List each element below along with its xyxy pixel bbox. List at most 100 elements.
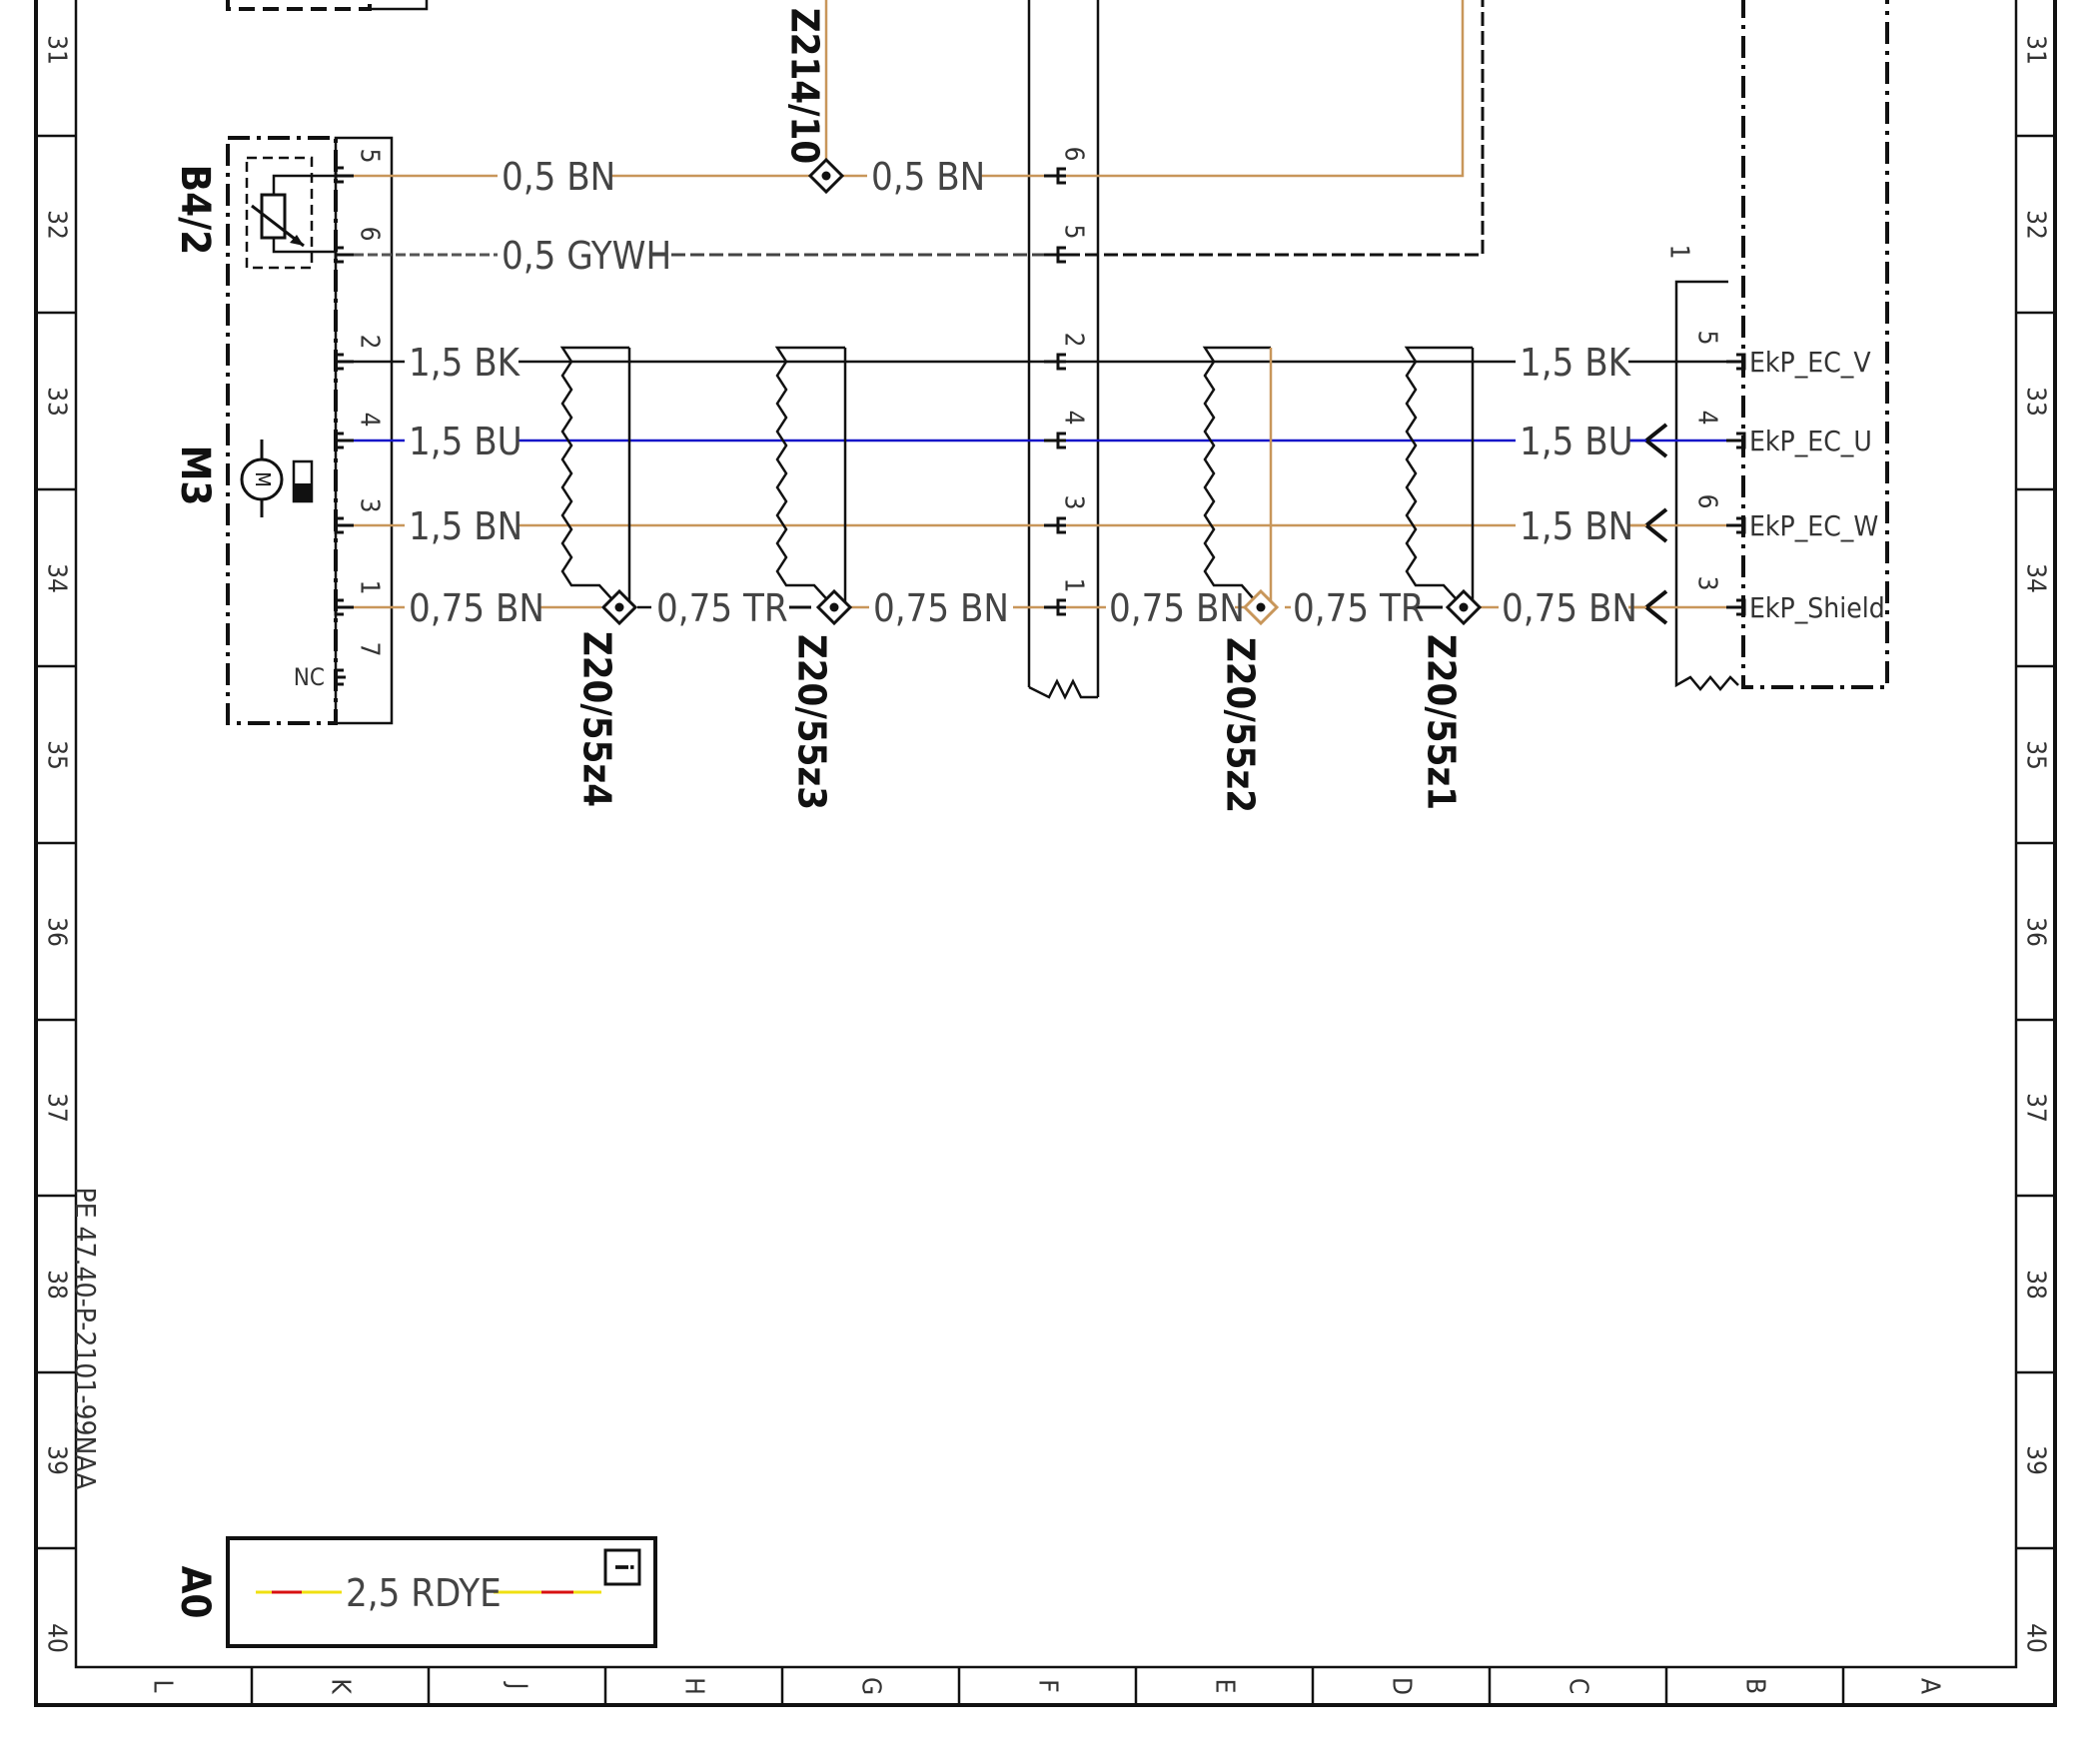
splice-label: Z20/55z3 (790, 634, 834, 810)
right-connector-signals: EkP_EC_V EkP_EC_U EkP_EC_W EkP_Shield (1749, 346, 1885, 624)
splice-z20-55z1 (1445, 588, 1483, 626)
b4-2-label: B4/2 (172, 165, 218, 256)
row-label: 33 (2021, 387, 2051, 417)
document-number: PE 47.40-P-2101-99NAA (69, 1187, 102, 1490)
wire-labels: 0,5 BN 0,5 BN 0,5 GYWH 1,5 BK 1,5 BK 1,5… (409, 155, 1637, 630)
right-connector-pins (1726, 353, 1746, 616)
row-label: 31 (2021, 35, 2051, 65)
pin-number: 3 (1059, 495, 1089, 510)
pin-number: 1 (355, 580, 385, 595)
mid-harness-connector (1027, 0, 1100, 700)
wire-label: 1,5 BN (409, 504, 522, 548)
legend-wire-label: 2,5 RDYE (346, 1571, 502, 1615)
column-label: C (1563, 1678, 1593, 1694)
wire-label: 0,75 BN (1109, 586, 1245, 630)
right-module-housing (1741, 0, 1889, 689)
connector-triangles (1642, 423, 1668, 625)
splice-label: Z20/55z1 (1420, 634, 1464, 810)
row-label: 34 (42, 563, 72, 593)
motor-icon: M (240, 440, 314, 517)
wire-r2 (354, 0, 1485, 257)
row-label: 37 (2021, 1093, 2051, 1123)
splice-z20-55z4 (600, 588, 638, 626)
splice-points (600, 157, 1483, 626)
row-label: 35 (42, 740, 72, 770)
mid-connector-pins (1044, 167, 1066, 616)
pin-number: 4 (355, 413, 385, 428)
row-label: 31 (42, 35, 72, 65)
right-harness-connector (1674, 280, 1739, 691)
row-label: 39 (2021, 1445, 2051, 1475)
row-label: 36 (2021, 917, 2051, 947)
column-label: G (856, 1677, 886, 1695)
connector-triangle-wires (1628, 439, 1646, 609)
column-label: L (148, 1679, 178, 1692)
pin-number: 5 (355, 149, 385, 164)
splice-z214-10 (807, 157, 845, 195)
column-label: J (503, 1681, 532, 1690)
row-label: 39 (42, 1445, 72, 1475)
potentiometer-sensor-icon (245, 156, 336, 270)
pin-number: 4 (1059, 411, 1089, 426)
wire-label: 1,5 BK (409, 341, 521, 385)
pin-number: 1 (1059, 578, 1089, 593)
right-connector-pin-numbers: 5 4 6 3 (1692, 331, 1722, 591)
column-label: A (1915, 1678, 1945, 1694)
b4-2-m3-housing (226, 136, 394, 725)
row-label: 40 (42, 1623, 72, 1653)
wire-label: 0,5 GYWH (502, 234, 671, 278)
wire-label: 1,5 BU (1520, 420, 1633, 463)
row-label: 33 (42, 387, 72, 417)
column-label: B (1740, 1678, 1770, 1694)
left-connector (334, 166, 354, 686)
row-label: 32 (42, 210, 72, 240)
signal-label: EkP_Shield (1749, 591, 1885, 624)
signal-label: EkP_EC_W (1749, 509, 1878, 542)
signal-label: EkP_EC_U (1749, 425, 1872, 457)
row-label: 32 (2021, 210, 2051, 240)
info-icon: i (603, 1548, 641, 1586)
row-label: 40 (2021, 1623, 2051, 1653)
cable-shields (559, 346, 1475, 608)
pin-number: 6 (355, 227, 385, 242)
column-label: H (679, 1677, 709, 1695)
row-labels-right: 31 32 33 34 35 36 37 38 39 40 (2021, 35, 2051, 1653)
splice-z20-55z3 (815, 588, 853, 626)
wire-label: 0,75 BN (1502, 586, 1637, 630)
pin-number: 4 (1692, 411, 1722, 426)
wire-label: 1,5 BK (1520, 341, 1632, 385)
splice-label: Z214/10 (783, 8, 827, 164)
row-label: 36 (42, 917, 72, 947)
pin-number: 3 (355, 498, 385, 513)
pin-number: 6 (1059, 147, 1089, 162)
wire-label: 1,5 BN (1520, 504, 1633, 548)
wire-label: 0,75 TR (1293, 586, 1425, 630)
wire-label: 0,5 BN (502, 155, 615, 199)
row-label: 38 (42, 1270, 72, 1300)
right-connector-pin-1: 1 (1664, 245, 1694, 260)
column-labels: L K J H G F E D C B A (148, 1677, 1945, 1695)
a0-label: A0 (172, 1566, 218, 1619)
wire-label: 0,75 BN (873, 586, 1009, 630)
info-glyph: i (609, 1563, 637, 1570)
splice-label: Z20/55z4 (575, 631, 619, 807)
pin-number: 2 (1059, 333, 1089, 348)
drawing-frame (34, 0, 2057, 1707)
pin-number: 2 (355, 335, 385, 350)
column-label: D (1387, 1677, 1417, 1695)
row-label: 34 (2021, 563, 2051, 593)
wire-r1 (354, 0, 1465, 178)
wire-label: 1,5 BU (409, 420, 522, 463)
svg-text:M: M (251, 471, 275, 487)
row-label: 38 (2021, 1270, 2051, 1300)
row-label: 35 (2021, 740, 2051, 770)
wire-label: 0,75 TR (656, 586, 788, 630)
pin-number: 6 (1692, 494, 1722, 509)
splice-label: Z20/55z2 (1219, 637, 1263, 813)
m3-label: M3 (172, 445, 218, 506)
splice-z20-55z2 (1242, 588, 1280, 626)
splice-labels: Z214/10 Z20/55z4 Z20/55z3 Z20/55z2 Z20/5… (575, 8, 1464, 813)
pin-number: 7 (355, 642, 385, 657)
left-connector-pin-numbers: 5 6 2 4 3 1 7 (355, 149, 385, 657)
